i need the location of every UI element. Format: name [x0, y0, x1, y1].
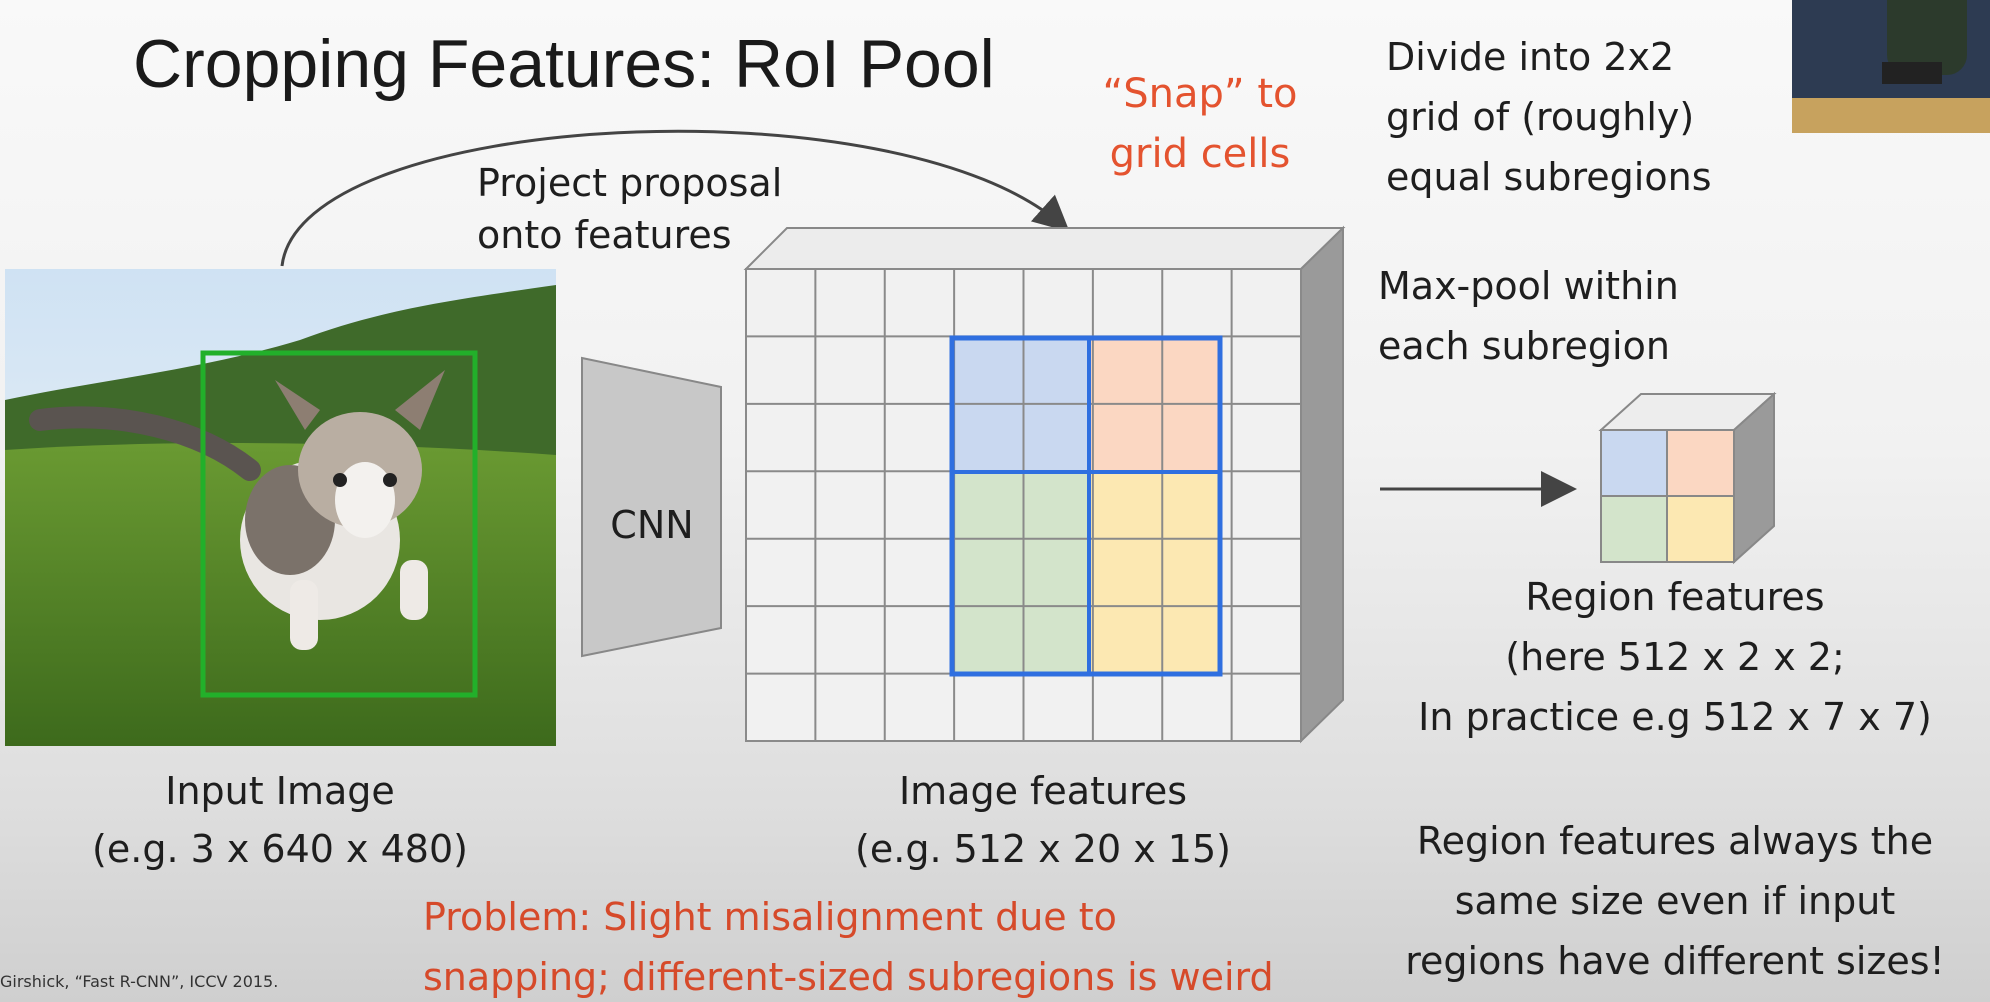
- input-image: [5, 269, 556, 746]
- maxpool-label-1: Max-pool within: [1378, 264, 1679, 308]
- input-caption-2: (e.g. 3 x 640 x 480): [92, 827, 468, 871]
- size-note-1: Region features always the: [1416, 819, 1934, 863]
- region-caption-3: In practice e.g 512 x 7 x 7): [1418, 695, 1932, 739]
- features-caption-2: (e.g. 512 x 20 x 15): [855, 827, 1231, 871]
- roi-subregion: [1089, 338, 1220, 472]
- cnn-block: [581, 356, 722, 658]
- region-caption-1: Region features: [1525, 575, 1825, 619]
- snap-label-1: “Snap” to: [1102, 71, 1298, 117]
- divide-label-3: equal subregions: [1386, 155, 1712, 199]
- size-note-3: regions have different sizes!: [1405, 939, 1945, 983]
- project-label-1: Project proposal: [477, 161, 783, 205]
- projection-arrow: [280, 129, 1070, 267]
- features-caption-1: Image features: [898, 769, 1188, 813]
- divide-label-2: grid of (roughly): [1386, 95, 1695, 139]
- size-note-2: same size even if input: [1454, 879, 1896, 923]
- feature-volume: [743, 225, 1346, 744]
- roi-subregion: [952, 472, 1089, 674]
- page-title: Cropping Features: RoI Pool: [133, 26, 995, 102]
- project-label-2: onto features: [477, 213, 732, 257]
- citation: Girshick, “Fast R-CNN”, ICCV 2015.: [0, 972, 279, 991]
- proposal-box: [200, 350, 478, 698]
- problem-note-2: snapping; different-sized subregions is …: [423, 955, 1274, 999]
- cnn-label: CNN: [610, 503, 694, 547]
- divide-label-1: Divide into 2x2: [1386, 35, 1675, 79]
- roi-subregion: [952, 338, 1089, 472]
- roi-subregion: [1089, 472, 1220, 674]
- snap-label-2: grid cells: [1109, 131, 1291, 177]
- input-caption-1: Input Image: [165, 769, 395, 813]
- webcam-feed: [1792, 0, 1990, 133]
- region-caption-2: (here 512 x 2 x 2;: [1505, 635, 1845, 679]
- problem-note-1: Problem: Slight misalignment due to: [423, 895, 1117, 939]
- region-features-cube: [1598, 391, 1777, 565]
- maxpool-label-2: each subregion: [1378, 324, 1670, 368]
- roi-box: [949, 335, 1223, 677]
